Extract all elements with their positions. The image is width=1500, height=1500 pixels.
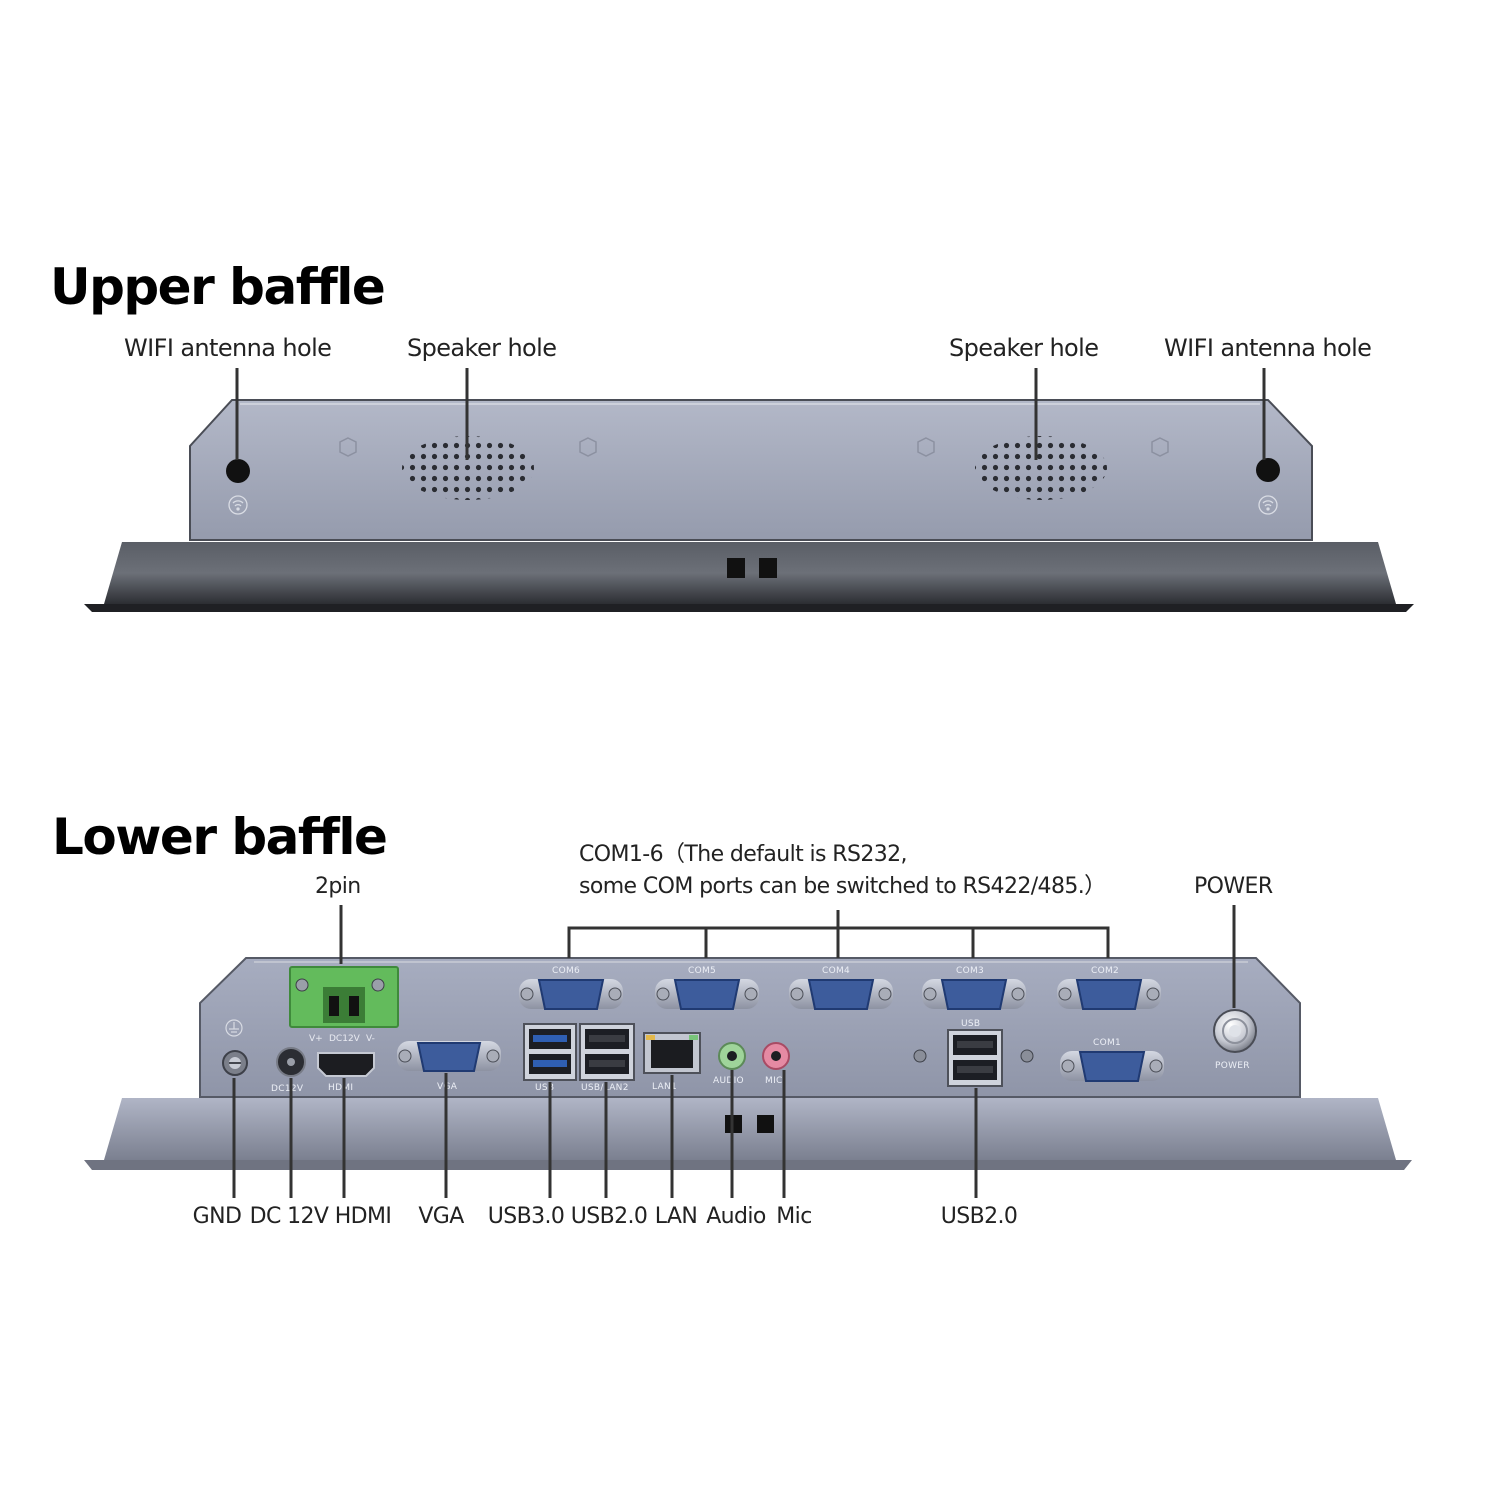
- lower-bezel-flange: [84, 1160, 1412, 1170]
- v-plus-print: V+: [309, 1034, 323, 1044]
- com6-port: [519, 979, 623, 1010]
- usb20-label: USB2.0: [570, 1204, 648, 1229]
- 2pin-terminal-block: [289, 966, 399, 1028]
- 2pin-label: 2pin: [315, 874, 361, 899]
- upper-baffle: [84, 368, 1414, 612]
- com1-port: [1060, 1051, 1164, 1082]
- wifi-antenna-hole-right-label: WIFI antenna hole: [1164, 334, 1372, 362]
- gnd-label: GND: [192, 1204, 242, 1229]
- audio-print: AUDIO: [713, 1076, 744, 1086]
- dc12v-port-print: DC12V: [271, 1084, 304, 1094]
- com4-port: [789, 979, 893, 1010]
- upper-baffle-title: Upper baffle: [50, 258, 386, 316]
- wifi-icon: [1258, 495, 1278, 515]
- mic-print: MIC: [765, 1076, 783, 1086]
- wifi-antenna-hole-left: [226, 459, 250, 483]
- com2-port: [1057, 979, 1161, 1010]
- wifi-antenna-hole-right: [1256, 458, 1280, 482]
- lower-baffle-title: Lower baffle: [52, 808, 388, 866]
- usb20-right-ports: [947, 1029, 1003, 1087]
- lower-top-leader-lines: [339, 905, 1236, 1008]
- lan-port: [643, 1032, 701, 1074]
- upper-leader-lines: [235, 368, 1266, 460]
- com4-print: COM4: [822, 966, 850, 976]
- lower-baffle: V+ DC12V V- DC12V HDMI VGA U: [84, 905, 1412, 1198]
- usb30-label: USB3.0: [487, 1204, 565, 1229]
- dc12v-print: DC12V: [329, 1034, 361, 1044]
- usb-print: USB: [535, 1083, 554, 1093]
- speaker-grill-right: [975, 436, 1107, 500]
- lan-label: LAN: [654, 1204, 698, 1229]
- dc12v-label: DC 12V: [249, 1204, 329, 1229]
- dc-12v-jack: [276, 1047, 306, 1077]
- mic-label: Mic: [776, 1204, 812, 1229]
- wifi-icon: [228, 495, 248, 515]
- com5-print: COM5: [688, 966, 716, 976]
- vga-port: [397, 1041, 501, 1072]
- power-label: POWER: [1194, 874, 1273, 899]
- lower-bezel: [104, 1098, 1396, 1160]
- usb30-ports: [523, 1023, 577, 1081]
- usb20-right-label: USB2.0: [940, 1204, 1018, 1229]
- audio-jack: [718, 1042, 746, 1070]
- speaker-hole-left-label: Speaker hole: [407, 334, 557, 362]
- wifi-antenna-hole-left-label: WIFI antenna hole: [124, 334, 332, 362]
- upper-bezel: [104, 542, 1396, 604]
- lower-bottom-leader-lines: [232, 1070, 978, 1198]
- com5-port: [655, 979, 759, 1010]
- upper-bezel-flange: [84, 604, 1414, 612]
- audio-label: Audio: [706, 1204, 766, 1229]
- mic-jack: [762, 1042, 790, 1070]
- power-button: [1213, 1009, 1257, 1053]
- usb-top-print: USB: [961, 1019, 980, 1029]
- speaker-hole-right-label: Speaker hole: [949, 334, 1099, 362]
- com6-print: COM6: [552, 966, 580, 976]
- gnd-screw: [222, 1050, 248, 1076]
- com-ports-note-line2: some COM ports can be switched to RS422/…: [579, 874, 1106, 899]
- hdmi-label: HDMI: [334, 1204, 392, 1229]
- ground-icon: [225, 1019, 243, 1037]
- power-print: POWER: [1215, 1061, 1250, 1071]
- com2-print: COM2: [1091, 966, 1119, 976]
- com3-port: [922, 979, 1026, 1010]
- com3-print: COM3: [956, 966, 984, 976]
- upper-top-panel: [189, 399, 1313, 541]
- usb20-ports: [579, 1023, 635, 1081]
- com1-print: COM1: [1093, 1038, 1121, 1048]
- vga-label: VGA: [418, 1204, 464, 1229]
- lan1-print: LAN1: [652, 1082, 677, 1092]
- v-minus-print: V-: [366, 1034, 375, 1044]
- hdmi-print: HDMI: [328, 1083, 353, 1093]
- com-ports-note-line1: COM1-6（The default is RS232,: [579, 842, 908, 867]
- hdmi-port: [317, 1052, 375, 1077]
- speaker-grill-left: [402, 436, 534, 500]
